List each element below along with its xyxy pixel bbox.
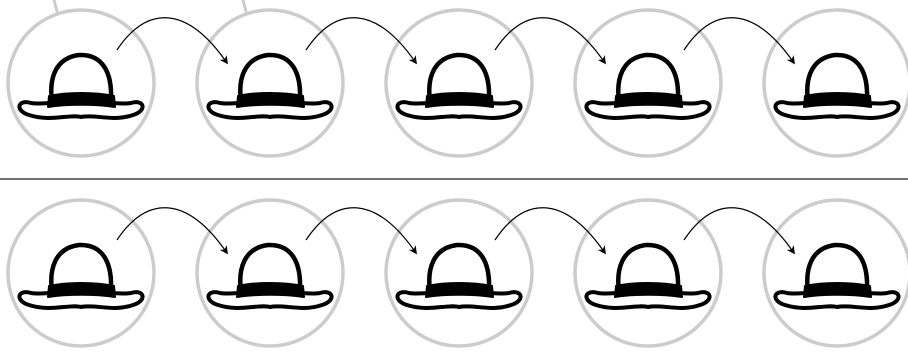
- hat-medallion: [764, 200, 908, 346]
- hat-medallion: [764, 10, 908, 156]
- top-row: [8, 0, 908, 156]
- bottom-row: [8, 200, 908, 346]
